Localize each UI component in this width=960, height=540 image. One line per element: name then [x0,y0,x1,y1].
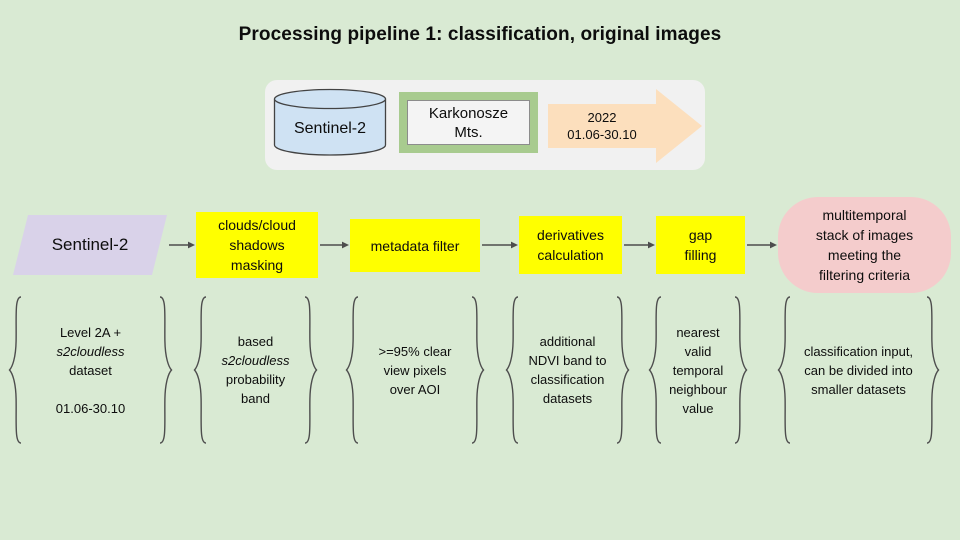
pipeline-step-sentinel2: Sentinel-2 [13,215,167,275]
annotation-text: based s2cloudless probability band [208,293,303,447]
step-label-line: masking [230,257,284,273]
left-brace-icon [648,296,662,444]
right-brace-icon [734,296,748,444]
left-brace-icon [505,296,519,444]
step-label-line: gap [688,227,713,243]
annotation-text: >=95% clear view pixels over AOI [360,293,470,447]
step-label-line: derivatives [537,227,604,243]
annotation-line: s2cloudless [221,353,290,368]
flow-arrow-icon [169,239,195,251]
aoi-line: Mts. [454,123,483,141]
aoi-box: Karkonosze Mts. [399,92,538,153]
step-label-line: multitemporal [822,207,907,223]
database-label: Sentinel-2 [293,120,367,137]
annotation-line [23,380,158,399]
annotation-line: dataset [69,362,112,378]
annotation-line: 01.06-30.10 [55,400,126,416]
step-label-line: calculation [537,247,604,263]
annotation-line: smaller datasets [811,381,906,397]
left-brace-icon [777,296,791,444]
right-brace-icon [616,296,630,444]
step-label-line: Sentinel-2 [51,235,129,254]
annotation-line: Level 2A + [59,324,122,340]
left-brace-icon [193,296,207,444]
annotation-line: band [241,391,270,406]
annotation-clear-view: >=95% clear view pixels over AOI [345,293,485,447]
diagram-title: Processing pipeline 1: classification, o… [238,24,722,45]
annotation-line: valid [684,343,712,359]
step-label-line: metadata filter [370,237,460,254]
annotation-line: >=95% clear [378,343,452,359]
flow-arrow-icon [482,239,518,251]
step-label-line: shadows [229,237,285,253]
left-brace-icon [8,296,22,444]
flow-arrow-icon [624,239,655,251]
step-label-line: clouds/cloud [218,217,296,233]
annotation-text: additional NDVI band to classification d… [520,293,615,447]
annotation-ndvi-band: additional NDVI band to classification d… [505,293,630,447]
annotation-line: NDVI band to [528,353,607,368]
step-label-line: stack of images [815,227,914,243]
pipeline-step-cloud-masking: clouds/cloud shadows masking [196,212,318,278]
step-label-line: filtering criteria [818,267,911,283]
left-brace-icon [345,296,359,444]
step-label-line: meeting the [827,247,902,263]
annotation-line: over AOI [389,381,441,397]
pipeline-step-gap-filling: gap filling [656,216,745,274]
timeframe-dates: 01.06-30.10 [567,127,637,142]
annotation-line: datasets [542,391,593,406]
right-brace-icon [304,296,318,444]
annotation-line: based [237,334,274,349]
step-label-line: filling [684,247,717,263]
annotation-text: nearest valid temporal neighbour value [663,293,733,447]
annotation-line: neighbour [669,381,727,397]
right-brace-icon [159,296,173,444]
timeframe-label: 2022 01.06-30.10 [548,104,656,148]
database-cylinder: Sentinel-2 [273,88,387,156]
annotation-text: classification input, can be divided int… [792,293,925,447]
annotation-line: s2cloudless [56,343,125,359]
aoi-line: Karkonosze [428,104,509,122]
annotation-line: probability [225,372,286,387]
pipeline-step-output-stack: multitemporal stack of images meeting th… [778,197,951,293]
annotation-line: can be divided into [804,362,913,378]
flow-arrow-icon [320,239,349,251]
annotation-line: classification input, [803,343,914,359]
flow-arrow-icon [747,239,777,251]
aoi-label: Karkonosze Mts. [407,100,530,145]
annotation-s2cloudless-band: based s2cloudless probability band [193,293,318,447]
right-brace-icon [471,296,485,444]
annotation-classification-input: classification input, can be divided int… [777,293,940,447]
annotation-line: additional [539,334,596,349]
pipeline-step-derivatives: derivatives calculation [519,216,622,274]
annotation-line: temporal [672,362,724,378]
annotation-level2a-dataset: Level 2A + s2cloudless dataset 01.06-30.… [8,293,173,447]
annotation-line: value [682,400,714,416]
input-summary-panel: Sentinel-2 Karkonosze Mts. 2022 01.06-30… [265,80,705,170]
annotation-nearest-neighbour: nearest valid temporal neighbour value [648,293,748,447]
timeframe-year: 2022 [587,110,617,125]
annotation-line: view pixels [383,362,447,378]
pipeline-step-metadata-filter: metadata filter [350,219,480,272]
database-cylinder-icon [273,88,387,156]
right-arrow-icon [548,89,702,163]
annotation-line: nearest [676,324,720,340]
annotation-text: Level 2A + s2cloudless dataset 01.06-30.… [23,293,158,447]
right-brace-icon [926,296,940,444]
annotation-line: classification [530,372,605,387]
timeframe-arrow: 2022 01.06-30.10 [546,87,704,165]
